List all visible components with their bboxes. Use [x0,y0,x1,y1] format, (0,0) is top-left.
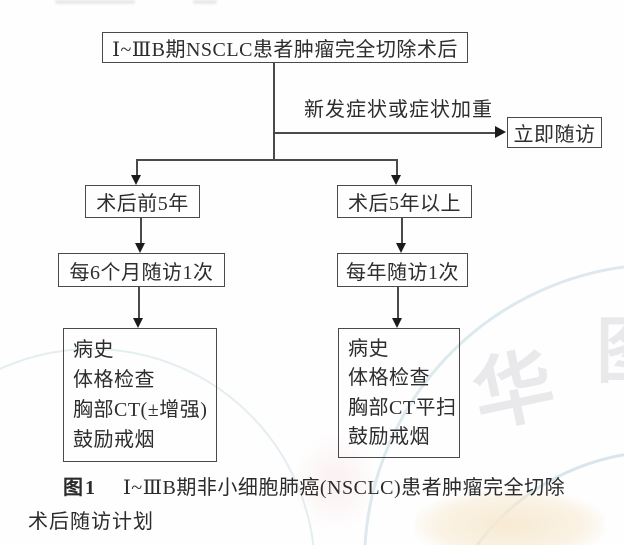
node-left-checklist: 病史 体格检查 胸部CT(±增强) 鼓励戒烟 [63,328,217,462]
connector-right-freq-list [397,287,399,320]
scan-artifact [193,0,217,4]
connector-left-freq-list [138,287,140,320]
node-immediate-followup: 立即随访 [507,117,602,148]
checklist-item: 胸部CT(±增强) [73,399,208,421]
checklist-item: 鼓励戒烟 [73,429,155,451]
watermark-hua-glyph: 华 [465,340,563,444]
checklist-item: 胸部CT平扫 [348,396,457,419]
arrowhead-left-checklist [133,318,143,328]
node-left-frequency: 每6个月随访1次 [58,253,225,287]
arrowhead-left-period [131,175,141,185]
checklist-item: 体格检查 [73,369,155,391]
connector-left-drop [136,159,138,177]
connector-right-drop [396,159,398,177]
connector-root-down [273,63,275,160]
figure-caption-number: 图1 [63,477,97,499]
branch-condition-label: 新发症状或症状加重 [304,99,493,121]
figure-caption-line1: 图1 Ⅰ~ⅢB期非小细胞肺癌(NSCLC)患者肿瘤完全切除 [63,471,565,500]
figure-caption-text: Ⅰ~ⅢB期非小细胞肺癌(NSCLC)患者肿瘤完全切除 [123,477,566,499]
checklist-item: 鼓励戒烟 [348,425,430,448]
checklist-item: 病史 [348,338,389,361]
node-right-period: 术后5年以上 [337,185,472,218]
arrowhead-left-frequency [135,243,145,253]
connector-to-immediate [273,132,497,134]
arrowhead-right-frequency [396,243,406,253]
connector-left-period-freq [140,218,142,245]
figure-caption-line2: 术后随访计划 [28,511,154,533]
node-right-checklist: 病史 体格检查 胸部CT平扫 鼓励戒烟 [338,328,460,458]
arrowhead-right-checklist [392,318,402,328]
connector-right-period-freq [401,218,403,245]
checklist-item: 病史 [73,339,114,361]
node-left-period: 术后前5年 [85,185,200,218]
node-root: Ⅰ~ⅢB期NSCLC患者肿瘤完全切除术后 [102,32,468,63]
arrowhead-right-period [391,175,401,185]
scan-artifact [55,0,135,4]
checklist-item: 体格检查 [348,367,430,390]
node-right-frequency: 每年随访1次 [337,253,468,287]
connector-branch-horizontal [136,159,398,161]
arrowhead-to-immediate [495,126,506,138]
watermark-tu-glyph: 图 [596,316,624,388]
